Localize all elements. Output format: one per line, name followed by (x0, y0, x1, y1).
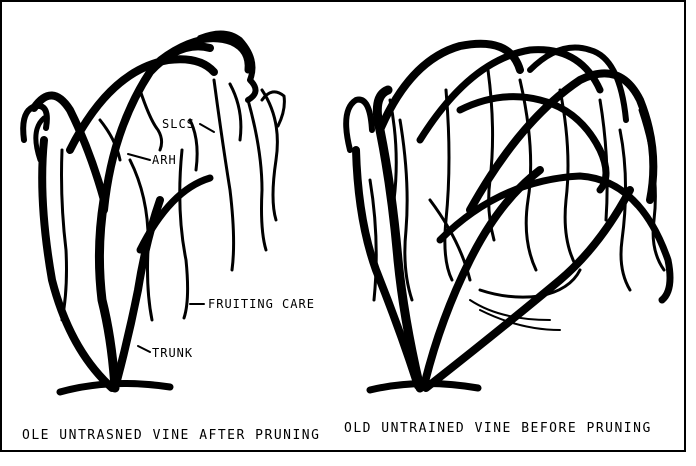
arch-6 (346, 100, 372, 150)
caption-after-pruning: OLE UNTRASNED VINE AFTER PRUNING (22, 428, 320, 443)
unpruned-vine (346, 44, 670, 390)
label-spurs: SLCS (162, 117, 195, 131)
pruned-vine (23, 33, 284, 392)
cane-r2 (445, 90, 452, 280)
pointer-spurs (200, 124, 214, 132)
pointer-trunk (138, 346, 150, 352)
cane-5 (248, 100, 266, 250)
cane-3 (180, 150, 188, 318)
arm-upper (70, 59, 214, 150)
cane-1 (62, 150, 67, 320)
trunk (99, 200, 115, 388)
cane-6 (262, 90, 277, 220)
caption-before-pruning: OLD UNTRAINED VINE BEFORE PRUNING (344, 421, 652, 436)
label-arm: ARH (152, 153, 177, 167)
trunk-right-1 (377, 90, 420, 388)
label-trunk: TRUNK (152, 346, 193, 360)
cane-8 (140, 90, 162, 150)
label-fruiting-cane: FRUITING CARE (208, 297, 315, 311)
cane-11 (230, 84, 241, 140)
pointer-arm (128, 154, 150, 160)
cane-4 (214, 80, 234, 270)
